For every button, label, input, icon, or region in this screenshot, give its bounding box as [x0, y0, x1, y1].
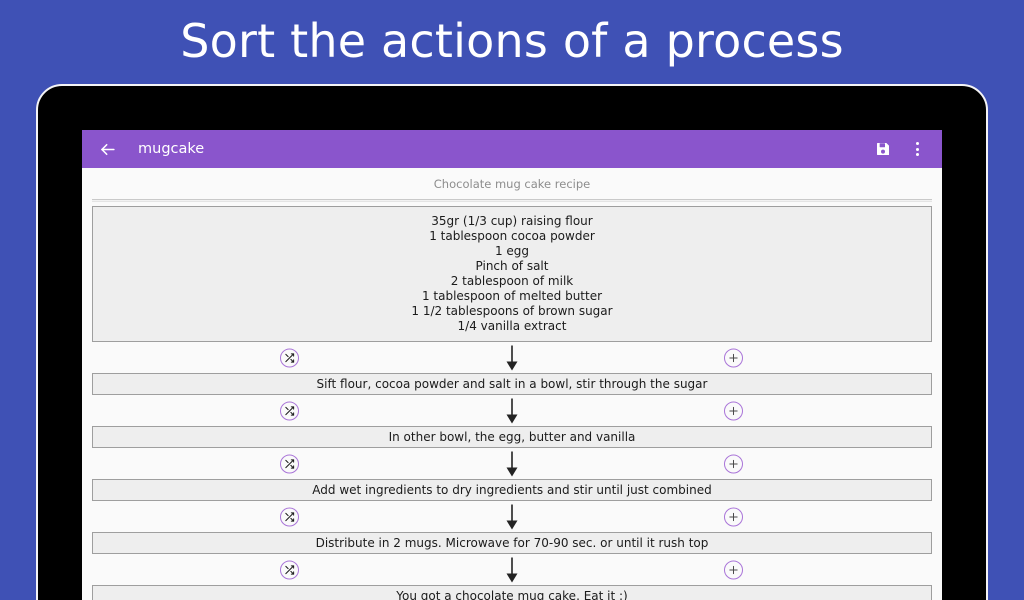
ingredient-line: 1 tablespoon cocoa powder — [429, 229, 595, 243]
arrow-left-icon[interactable] — [94, 136, 120, 162]
arrow-down-icon — [506, 398, 518, 423]
shuffle-icon[interactable] — [280, 401, 299, 420]
arrow-down-icon — [506, 557, 518, 582]
shuffle-icon[interactable] — [280, 454, 299, 473]
recipe-content: Chocolate mug cake recipe 35gr (1/3 cup)… — [82, 168, 942, 600]
document-title: Chocolate mug cake recipe — [433, 177, 591, 191]
plus-circle-icon[interactable] — [724, 454, 743, 473]
step-text: Add wet ingredients to dry ingredients a… — [312, 483, 712, 497]
shuffle-icon[interactable] — [280, 507, 299, 526]
title-divider — [92, 199, 932, 202]
ingredients-card[interactable]: 35gr (1/3 cup) raising flour 1 tablespoo… — [92, 206, 932, 342]
step-connector — [92, 448, 932, 479]
arrow-down-icon — [506, 504, 518, 529]
overflow-dots — [915, 142, 919, 156]
plus-circle-icon[interactable] — [724, 348, 743, 367]
step-connector — [92, 395, 932, 426]
ingredient-line: 1 tablespoon of melted butter — [421, 289, 603, 303]
ingredient-line: 2 tablespoon of milk — [450, 274, 574, 288]
step-text: You got a chocolate mug cake. Eat it :) — [396, 589, 628, 600]
app-bar-title: mugcake — [138, 141, 205, 157]
step-text: In other bowl, the egg, butter and vanil… — [388, 430, 636, 444]
ingredient-line: 35gr (1/3 cup) raising flour — [431, 214, 593, 228]
step-row[interactable]: You got a chocolate mug cake. Eat it :) — [92, 585, 932, 600]
shuffle-icon[interactable] — [280, 560, 299, 579]
ingredient-line: 1/4 vanilla extract — [457, 319, 567, 333]
tablet-device-frame: mugcake Chocolate mug cake recipe — [36, 84, 988, 600]
step-connector — [92, 501, 932, 532]
plus-circle-icon[interactable] — [724, 560, 743, 579]
plus-circle-icon[interactable] — [724, 507, 743, 526]
ingredient-line: 1 egg — [494, 244, 530, 258]
step-row[interactable]: Sift flour, cocoa powder and salt in a b… — [92, 373, 932, 395]
arrow-down-icon — [506, 451, 518, 476]
step-text: Distribute in 2 mugs. Microwave for 70-9… — [315, 536, 709, 550]
step-connector — [92, 554, 932, 585]
step-row[interactable]: Add wet ingredients to dry ingredients a… — [92, 479, 932, 501]
step-row[interactable]: In other bowl, the egg, butter and vanil… — [92, 426, 932, 448]
device-screen: mugcake Chocolate mug cake recipe — [82, 130, 942, 600]
step-connector — [92, 342, 932, 373]
save-icon[interactable] — [870, 136, 896, 162]
shuffle-icon[interactable] — [280, 348, 299, 367]
arrow-down-icon — [506, 345, 518, 370]
more-vertical-icon[interactable] — [904, 136, 930, 162]
step-row[interactable]: Distribute in 2 mugs. Microwave for 70-9… — [92, 532, 932, 554]
ingredient-line: 1 1/2 tablespoons of brown sugar — [411, 304, 613, 318]
plus-circle-icon[interactable] — [724, 401, 743, 420]
step-text: Sift flour, cocoa powder and salt in a b… — [316, 377, 708, 391]
promo-headline: Sort the actions of a process — [180, 14, 844, 68]
ingredient-line: Pinch of salt — [475, 259, 549, 273]
app-bar: mugcake — [82, 130, 942, 168]
